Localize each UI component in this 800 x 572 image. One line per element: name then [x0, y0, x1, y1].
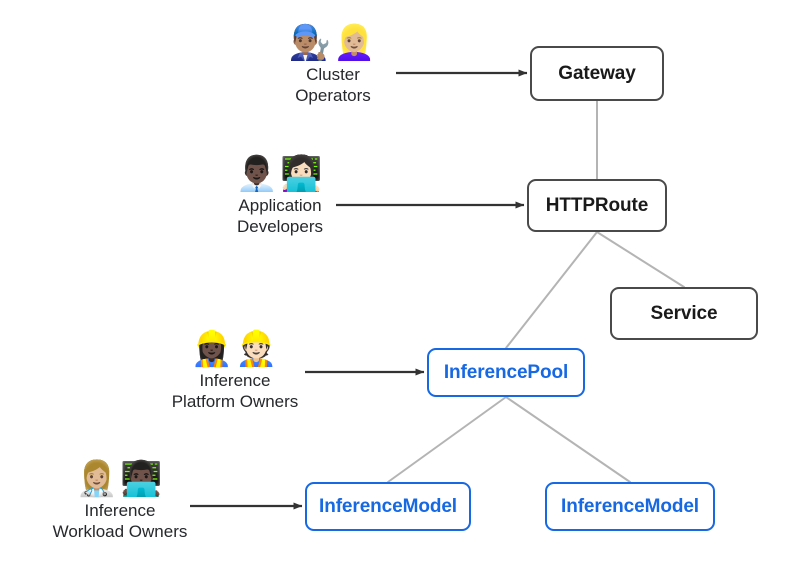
node-label: InferenceModel	[561, 495, 699, 517]
persona-cluster-operators: 👨🏽‍🔧👱🏼‍♀️Cluster Operators	[238, 23, 428, 106]
edge-pool-model1	[387, 396, 507, 483]
node-service[interactable]: Service	[610, 287, 758, 340]
health-worker-emoji: 👩🏼‍⚕️👨🏿‍💻	[75, 459, 165, 499]
node-pool[interactable]: InferencePool	[427, 348, 585, 397]
persona-inference-workload-owners: 👩🏼‍⚕️👨🏿‍💻Inference Workload Owners	[25, 459, 215, 542]
persona-inference-platform-owners: 👷🏿‍♀️👷🏻Inference Platform Owners	[140, 329, 330, 412]
node-label: InferenceModel	[319, 495, 457, 517]
node-model1[interactable]: InferenceModel	[305, 482, 471, 531]
persona-arrows	[190, 69, 528, 510]
edge-pool-model2	[505, 396, 631, 483]
office-worker-emoji: 👨🏿‍💼👩🏻‍💻	[235, 154, 325, 194]
node-httproute[interactable]: HTTPRoute	[527, 179, 667, 232]
persona-application-developers: 👨🏿‍💼👩🏻‍💻Application Developers	[185, 154, 375, 237]
persona-label: Application Developers	[237, 195, 323, 236]
edge-httproute-pool	[505, 231, 598, 349]
persona-label: Inference Workload Owners	[52, 500, 188, 541]
persona-label: Inference Platform Owners	[171, 370, 299, 411]
woman-construction-worker-emoji: 👷🏿‍♀️👷🏻	[190, 329, 280, 369]
edge-httproute-service	[596, 231, 685, 288]
node-gateway[interactable]: Gateway	[530, 46, 664, 101]
man-mechanic-emoji: 👨🏽‍🔧👱🏼‍♀️	[288, 23, 378, 63]
node-model2[interactable]: InferenceModel	[545, 482, 715, 531]
node-label: Gateway	[558, 62, 636, 84]
persona-label: Cluster Operators	[295, 64, 371, 105]
node-label: HTTPRoute	[545, 194, 649, 216]
node-label: InferencePool	[443, 361, 569, 383]
node-label: Service	[650, 302, 718, 324]
